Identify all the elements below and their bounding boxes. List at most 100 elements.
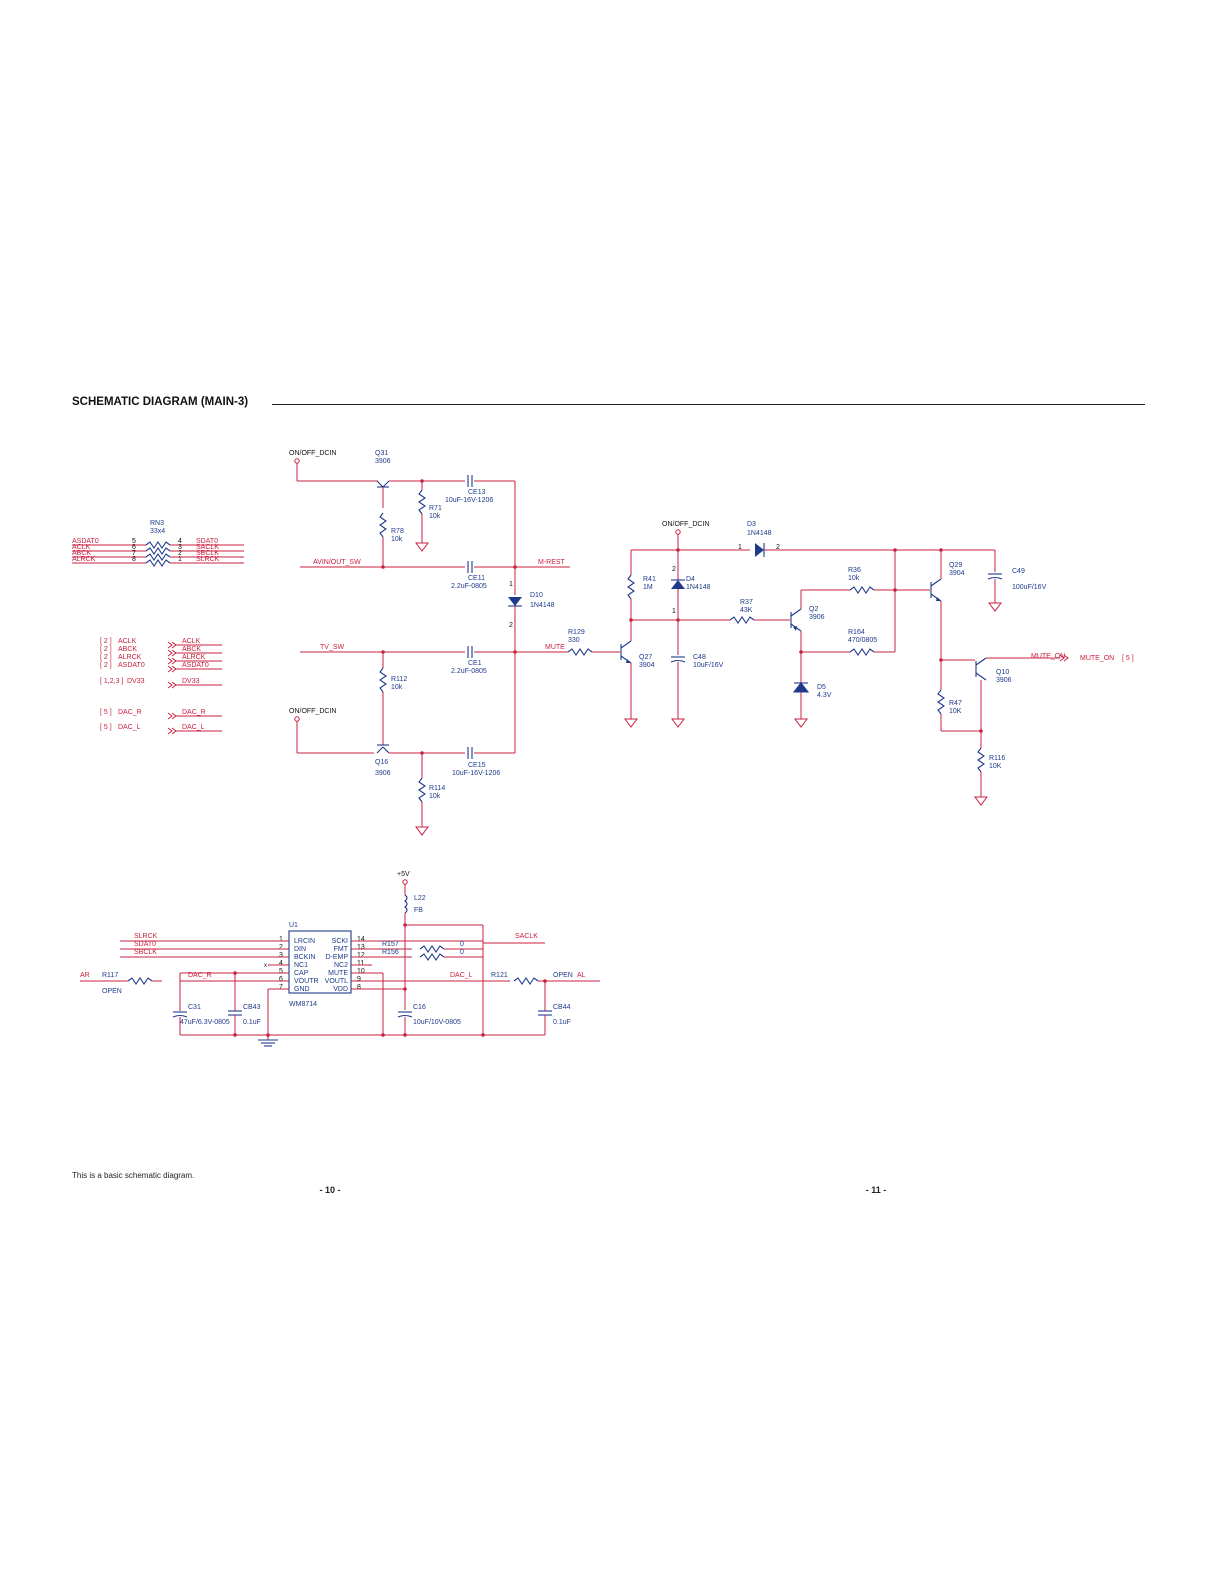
r156-value: 0: [460, 949, 464, 956]
u1-pin-name: BCKIN: [294, 954, 315, 961]
rn3-pin: 6: [132, 544, 136, 551]
r121-value: OPEN: [553, 972, 573, 979]
offpage-net: ACLK: [182, 638, 201, 645]
c48-ref: C48: [693, 654, 706, 661]
net-onoff-label: ON/OFF_DCIN: [289, 708, 336, 715]
switch-section: ON/OFF_DCIN Q31 3906 R78 10k R71 10k: [289, 450, 570, 836]
r71-value: 10k: [429, 513, 441, 520]
title-rule: [272, 404, 1145, 405]
r112-ref: R112: [391, 676, 407, 683]
d5-value: 4.3V: [817, 692, 832, 699]
rn3-pin: 7: [132, 550, 136, 557]
r114-value: 10k: [429, 793, 441, 800]
r36-ref: R36: [848, 567, 861, 574]
offpage-ref: [ 1,2,3 ]: [100, 678, 123, 685]
r71-ref: R71: [429, 505, 442, 512]
r41-value: 1M: [643, 584, 653, 591]
rn3-network: RN3 33x4 ASDAT0 ACLK ABCK ALRCK 5 6 7 8 …: [72, 520, 244, 567]
rn3-pin: 8: [132, 556, 136, 563]
q10-ref: Q10: [996, 669, 1009, 676]
r47-value: 10K: [949, 708, 962, 715]
offpage-name: DV33: [127, 678, 145, 685]
footnote: This is a basic schematic diagram.: [72, 1171, 195, 1180]
d4-ref: D4: [686, 576, 695, 583]
mute-section: R129 330 Q27 3904 ON/OFF_DCIN D3 1N4148 …: [567, 521, 1134, 806]
q29-value: 3904: [949, 570, 965, 577]
c49-ref: C49: [1012, 568, 1025, 575]
d4-value: 1N4148: [686, 584, 711, 591]
d3-value: 1N4148: [747, 530, 772, 537]
offpage-net: DAC_L: [182, 724, 205, 731]
r129-value: 330: [568, 637, 580, 644]
r114-ref: R114: [429, 785, 445, 792]
net-onoff-label: ON/OFF_DCIN: [289, 450, 336, 457]
r164-ref: R164: [848, 629, 865, 636]
d3-pin1: 1: [738, 544, 742, 551]
offpage-net: ABCK: [182, 646, 201, 653]
r78-ref: R78: [391, 528, 404, 535]
r112-value: 10k: [391, 684, 403, 691]
rn3-pin: 1: [178, 556, 182, 563]
q31-ref: Q31: [375, 450, 388, 457]
offpage-ref: [ 2 ]: [100, 638, 112, 645]
u1-pin-name: VDD: [333, 986, 348, 993]
d4-pin2: 2: [672, 566, 676, 573]
net-muteon-label: MUTE_ON: [1031, 653, 1065, 660]
offpage-net: DAC_R: [182, 709, 206, 716]
d10-pin2: 2: [509, 622, 513, 629]
rn3-right-label: SDAT0: [196, 538, 218, 545]
ce1-ref: CE1: [468, 660, 482, 667]
ce13-ref: CE13: [468, 489, 486, 496]
u1-pin-number: 12: [357, 952, 365, 959]
u1-pin-name: DIN: [294, 946, 306, 953]
page-number-right: - 11 -: [865, 1185, 887, 1195]
rn3-right-label: SBCLK: [196, 550, 219, 557]
u1-pin-number: 14: [357, 936, 365, 943]
r117-ref: R117: [102, 972, 118, 979]
dac-section: +5V L22 FB SACLK U1 WM8714 1 2 3 4 5 6 7…: [80, 871, 600, 1047]
u1-pin-number: 3: [279, 952, 283, 959]
c31-value: 47uF/6.3V-0805: [180, 1019, 230, 1026]
offpage-net: ALRCK: [182, 654, 206, 661]
u1-pin-name: MUTE: [328, 970, 348, 977]
r121-ref: R121: [491, 972, 508, 979]
svg-text:x: x: [264, 963, 267, 969]
ce13-value: 10uF-16V-1206: [445, 497, 493, 504]
r129-ref: R129: [568, 629, 585, 636]
u1-pin-number: 13: [357, 944, 365, 951]
offpage-ref: [ 2 ]: [100, 662, 112, 669]
rn3-right-label: SACLK: [196, 544, 219, 551]
d4-pin1: 1: [672, 608, 676, 615]
ce15-value: 10uF-16V-1206: [452, 770, 500, 777]
rn3-left-label: ASDAT0: [72, 538, 99, 545]
rn3-left-label: ABCK: [72, 550, 91, 557]
c49-value: 100uF/16V: [1012, 584, 1047, 591]
u1-pin-number: 6: [279, 976, 283, 983]
q31-value: 3906: [375, 458, 391, 465]
net-mute-label: MUTE: [545, 644, 565, 651]
offpage-connectors: [ 2 ] ACLK [ 2 ] ABCK [ 2 ] ALRCK [ 2 ] …: [100, 638, 222, 735]
c16-ref: C16: [413, 1004, 426, 1011]
q16-value: 3906: [375, 770, 391, 777]
net-onoff-label: ON/OFF_DCIN: [662, 521, 709, 528]
rn3-ref: RN3: [150, 520, 164, 527]
u1-part: WM8714: [289, 1001, 317, 1008]
offpage-ref: [ 5 ]: [100, 709, 112, 716]
net-5v-label: +5V: [397, 871, 410, 878]
page-number-left: - 10 -: [319, 1185, 341, 1195]
offpage-name: ALRCK: [118, 654, 142, 661]
net-al-label: AL: [577, 972, 586, 979]
rn3-right-label: SLRCK: [196, 556, 220, 563]
u1-pin-name: VOUTR: [294, 978, 319, 985]
c31-ref: C31: [188, 1004, 201, 1011]
u1-pin-name: LRCIN: [294, 938, 315, 945]
q10-value: 3906: [996, 677, 1012, 684]
rn3-value: 33x4: [150, 528, 165, 535]
u1-pin-name: VOUTL: [325, 978, 348, 985]
r47-ref: R47: [949, 700, 962, 707]
ce15-ref: CE15: [468, 762, 486, 769]
ce11-ref: CE11: [468, 575, 485, 582]
u1-pin-number: 2: [279, 944, 283, 951]
